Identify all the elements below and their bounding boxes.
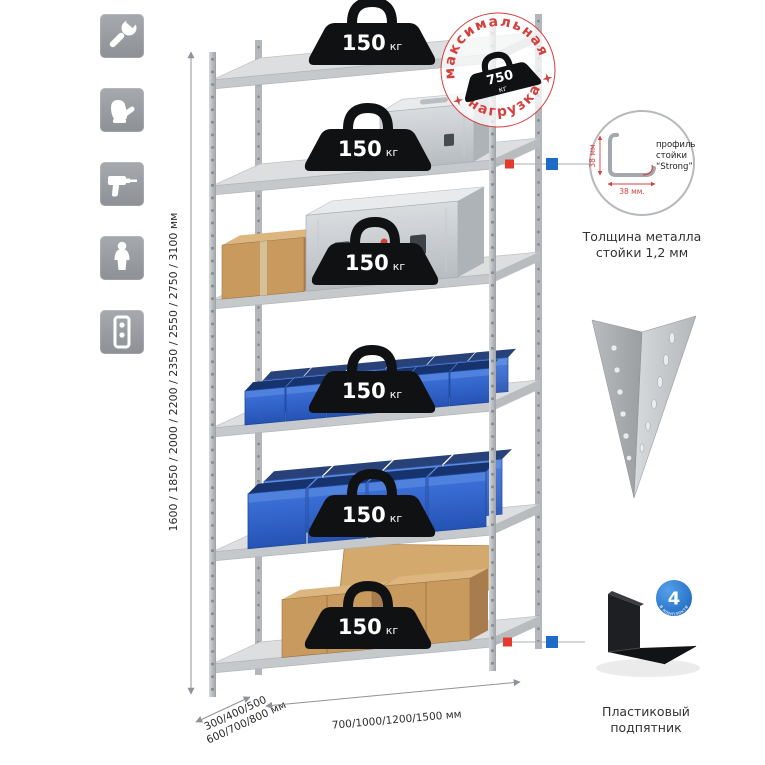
glove-icon — [111, 100, 135, 123]
height-dimension: 1600 / 1850 / 2000 / 2200 / 2350 / 2550 … — [167, 51, 195, 695]
feature-icon-column — [100, 14, 144, 354]
feature-tile-level — [100, 310, 144, 354]
badge-weight-value: 150 — [342, 503, 386, 527]
badge-weight-value: 150 — [345, 251, 389, 275]
width-dimension-label: 700/1000/1200/1500 мм — [331, 708, 462, 731]
stamp-weight-unit: кг — [498, 84, 508, 95]
badge-weight-unit: кг — [393, 260, 406, 273]
weight-badge-5: 150 кг — [309, 474, 435, 537]
profile-caption-line-1: Толщина металла — [582, 229, 702, 244]
profile-dim-vertical: 38 мм — [588, 144, 597, 167]
profile-detail-circle: 38 мм 38 мм. профиль стойки “Strong” — [588, 110, 695, 216]
weight-badge-6: 150 кг — [305, 586, 431, 649]
foot-caption-line-1: Пластиковый — [602, 704, 690, 719]
badge-weight-value: 150 — [338, 137, 382, 161]
badge-weight-value: 150 — [338, 615, 382, 639]
connector-red-marker — [505, 159, 514, 169]
connector-blue-marker — [546, 636, 558, 648]
post-profile-drawing — [608, 132, 656, 177]
angle-post-image — [591, 315, 697, 499]
max-load-stamp: максимальная нагрузка 750 кг — [430, 2, 556, 129]
wrench-icon — [109, 16, 138, 48]
profile-caption: Толщина металла стойки 1,2 мм — [582, 229, 702, 260]
profile-label-3: “Strong” — [656, 162, 693, 172]
foot-count-badge: 4 в комплекте — [654, 578, 694, 618]
connector-blue-marker — [546, 158, 558, 170]
feature-tile-glove — [100, 88, 144, 132]
weight-badge-1: 150 кг — [309, 2, 435, 65]
level-icon — [113, 315, 131, 349]
badge-weight-value: 150 — [342, 379, 386, 403]
badge-weight-unit: кг — [390, 388, 403, 401]
feature-tile-drill — [100, 162, 144, 206]
weight-badge-3: 150 кг — [312, 222, 438, 285]
foot-caption: Пластиковый подпятник — [602, 704, 690, 735]
leader-line-bottom — [496, 636, 585, 648]
drill-icon — [108, 176, 137, 197]
foot-badge-value: 4 — [668, 589, 681, 610]
connector-red-marker — [503, 637, 512, 647]
feature-tile-person — [100, 236, 144, 280]
stamp-weight-value: 750 — [485, 68, 515, 89]
leader-line-top — [496, 158, 592, 170]
weight-badge-2: 150 кг — [305, 108, 431, 171]
badge-weight-value: 150 — [342, 31, 386, 55]
profile-dim-horizontal: 38 мм. — [619, 187, 645, 196]
badge-weight-unit: кг — [386, 146, 399, 159]
badge-weight-unit: кг — [390, 40, 403, 53]
weight-badge-4: 150 кг — [309, 350, 435, 413]
badge-weight-unit: кг — [390, 512, 403, 525]
foot-caption-line-2: подпятник — [610, 720, 682, 735]
profile-caption-line-2: стойки 1,2 мм — [596, 245, 688, 260]
height-dimension-label: 1600 / 1850 / 2000 / 2200 / 2350 / 2550 … — [167, 213, 180, 532]
profile-label-2: стойки — [656, 151, 687, 161]
profile-label-1: профиль — [656, 140, 695, 150]
person-icon — [114, 241, 130, 270]
stamp-weight: 750 кг — [456, 46, 541, 103]
width-dimension: 700/1000/1200/1500 мм — [265, 679, 521, 732]
feature-tile-tools — [100, 14, 144, 58]
badge-weight-unit: кг — [386, 624, 399, 637]
pointer-arrow — [642, 164, 653, 176]
foot-image: 4 в комплекте — [596, 578, 700, 677]
